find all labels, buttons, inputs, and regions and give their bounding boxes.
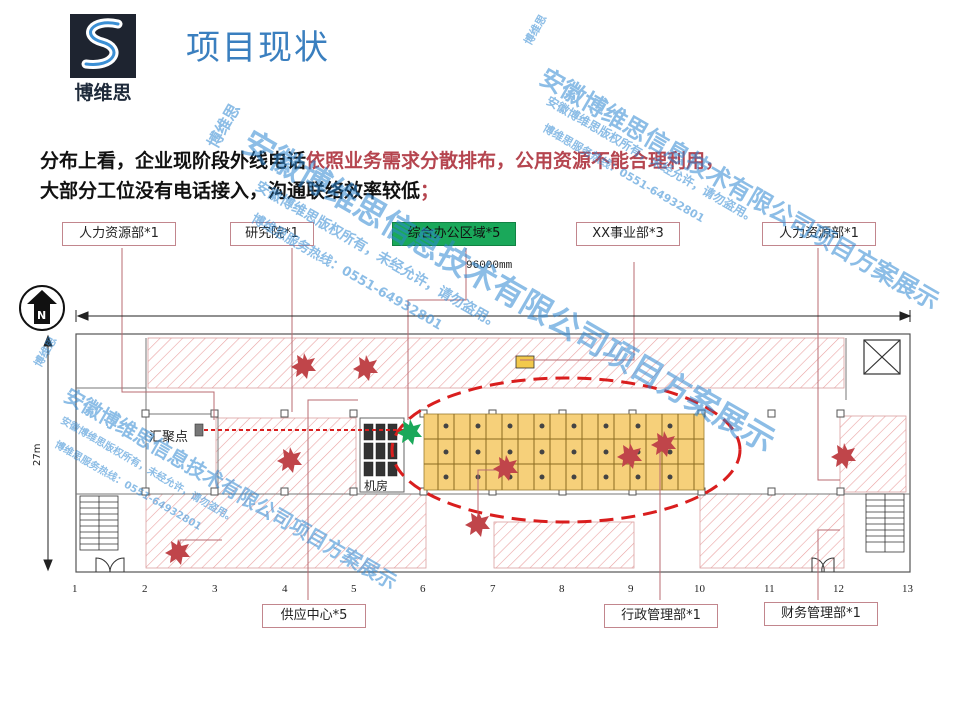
axis-number: 11 [764,583,775,595]
height-dimension-label: 27m [32,444,43,466]
north-label: N [37,309,46,322]
hatched-zone-bottom-right [699,493,845,569]
columns [141,409,845,496]
axis-number: 8 [559,583,565,595]
axis-number: 12 [833,583,844,595]
label-xx-business: XX事业部*3 [576,222,680,246]
connector-lines [121,248,840,600]
axis-number: 6 [420,583,426,595]
description-part1: 分布上看，企业现阶段外线电话 [40,150,307,172]
axis-number: 4 [282,583,288,595]
workstation-cluster [423,413,705,491]
description-part3: 大部分工位没有电话接入，沟通联络效率较低 [40,180,421,202]
axis-number: 10 [694,583,706,595]
width-dimension-line [75,310,912,322]
axis-number: 13 [902,583,914,595]
north-arrow-icon [19,285,65,331]
label-hr-left: 人力资源部*1 [62,222,176,246]
machine-room-label: 机房 [364,478,388,493]
device-icon [515,355,535,369]
width-dimension-label: 96000mm [466,260,513,272]
axis-number: 9 [628,583,634,595]
description-text: 分布上看，企业现阶段外线电话依照业务需求分散排布，公用资源不能合理利用， 大部分… [40,146,940,206]
aggregation-point-label: 汇聚点 [149,430,188,445]
axis-number: 3 [212,583,218,595]
elevator-icon [863,339,901,375]
office-area-highlight [390,376,742,524]
description-highlight-1: 依照业务需求分散排布，公用资源不能合理利用， [306,150,725,172]
axis-number: 1 [72,583,78,595]
hatched-zone-bottom-mid [493,521,635,569]
label-research: 研究院*1 [230,222,314,246]
label-office-zone: 综合办公区域*5 [392,222,516,246]
page-title: 项目现状 [186,28,330,68]
label-hr-right: 人力资源部*1 [762,222,876,246]
axis-number: 7 [490,583,496,595]
label-supply: 供应中心*5 [262,604,366,628]
phone-star-icon [465,511,490,537]
axis-number: 2 [142,583,148,595]
aggregation-switch-icon [194,423,204,437]
building-outline [75,333,911,573]
stairs-left-icon [79,495,119,551]
logo-text: 博维思 [74,82,132,104]
hatched-zone-bottom-left [145,493,427,569]
label-admin: 行政管理部*1 [604,604,718,628]
axis-numbers: 1 2 3 4 5 6 7 8 9 10 11 12 13 [72,583,914,595]
door-icon [95,557,835,573]
company-logo-icon [70,14,136,78]
label-finance: 财务管理部*1 [764,602,878,626]
description-highlight-2: ； [420,180,440,202]
stairs-right-icon [865,493,905,553]
hatched-zone-top [147,337,845,389]
height-dimension-line [43,334,53,572]
axis-number: 5 [351,583,357,595]
